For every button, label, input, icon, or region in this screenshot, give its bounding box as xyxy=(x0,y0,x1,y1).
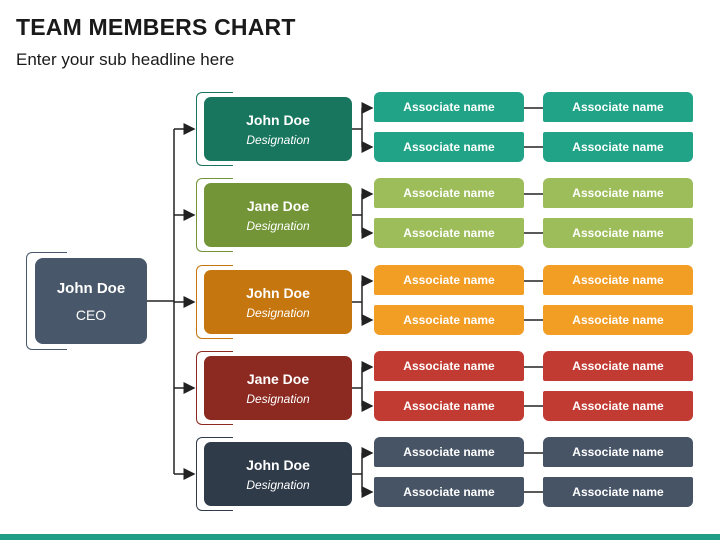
associate-box[interactable]: Associate name xyxy=(374,132,524,162)
manager-outline xyxy=(196,351,233,425)
manager-outline xyxy=(196,437,233,511)
manager-outline xyxy=(196,92,233,166)
associate-box[interactable]: Associate name xyxy=(374,178,524,208)
manager-designation: Designation xyxy=(246,477,310,492)
associate-box[interactable]: Associate name xyxy=(543,437,693,467)
ceo-outline xyxy=(26,252,67,350)
manager-outline xyxy=(196,265,233,339)
associate-box[interactable]: Associate name xyxy=(374,218,524,248)
associate-box[interactable]: Associate name xyxy=(543,132,693,162)
associate-box[interactable]: Associate name xyxy=(543,92,693,122)
associate-box[interactable]: Associate name xyxy=(543,178,693,208)
associate-box[interactable]: Associate name xyxy=(374,265,524,295)
associate-box[interactable]: Associate name xyxy=(374,92,524,122)
page-title: TEAM MEMBERS CHART xyxy=(16,14,296,40)
page-subtitle: Enter your sub headline here xyxy=(16,50,235,69)
associate-box[interactable]: Associate name xyxy=(543,218,693,248)
associate-box[interactable]: Associate name xyxy=(543,477,693,507)
ceo-name: John Doe xyxy=(56,279,126,297)
associate-box[interactable]: Associate name xyxy=(543,391,693,421)
ceo-role: CEO xyxy=(75,306,107,323)
manager-name: Jane Doe xyxy=(246,370,310,387)
manager-designation: Designation xyxy=(246,218,310,233)
manager-name: John Doe xyxy=(246,111,310,128)
manager-designation: Designation xyxy=(246,391,310,406)
associate-box[interactable]: Associate name xyxy=(374,477,524,507)
manager-name: Jane Doe xyxy=(246,197,310,214)
manager-outline xyxy=(196,178,233,252)
associate-box[interactable]: Associate name xyxy=(374,391,524,421)
manager-designation: Designation xyxy=(246,305,310,320)
associate-box[interactable]: Associate name xyxy=(374,305,524,335)
manager-name: John Doe xyxy=(246,456,310,473)
associate-box[interactable]: Associate name xyxy=(543,265,693,295)
bottom-accent-bar xyxy=(0,534,720,540)
ceo-box[interactable]: John Doe CEO xyxy=(35,258,147,344)
associate-box[interactable]: Associate name xyxy=(374,437,524,467)
manager-name: John Doe xyxy=(246,284,310,301)
associate-box[interactable]: Associate name xyxy=(543,351,693,381)
associate-box[interactable]: Associate name xyxy=(374,351,524,381)
associate-box[interactable]: Associate name xyxy=(543,305,693,335)
manager-designation: Designation xyxy=(246,132,310,147)
